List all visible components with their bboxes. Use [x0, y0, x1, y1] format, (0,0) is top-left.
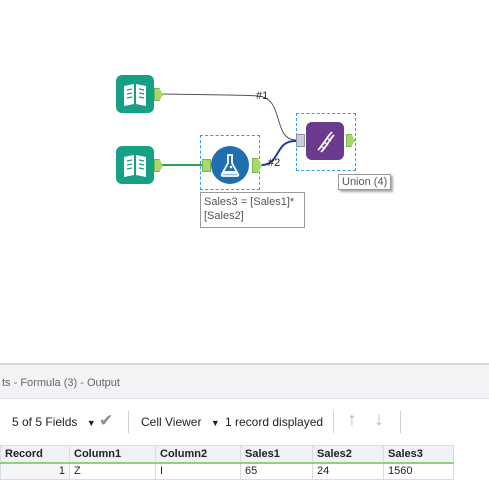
- union-tool[interactable]: [306, 122, 344, 160]
- formula-tool[interactable]: [211, 146, 249, 184]
- cell-sales2[interactable]: 24: [312, 462, 384, 480]
- table-header-row: Record Column1 Column2 Sales1 Sales2 Sal…: [0, 445, 454, 464]
- formula-annotation[interactable]: Sales3 = [Sales1]* [Sales2]: [200, 192, 305, 228]
- connection-label-1: #1: [256, 90, 269, 102]
- header-column2[interactable]: Column2: [155, 445, 241, 464]
- chevron-down-icon: ▼: [86, 418, 96, 428]
- connection-1: [162, 93, 297, 141]
- union-output-anchor[interactable]: [346, 134, 355, 147]
- connection-label-2: #2: [268, 157, 281, 169]
- union-input-anchor[interactable]: [296, 134, 305, 147]
- book-icon: [124, 84, 146, 106]
- toolbar-divider: [400, 411, 401, 433]
- cell-record[interactable]: 1: [0, 462, 70, 480]
- record-count: 1 record displayed: [225, 415, 324, 429]
- chevron-down-icon: ▼: [210, 418, 220, 428]
- formula-annotation-line2: [Sales2]: [204, 210, 244, 222]
- dna-icon: [317, 131, 335, 153]
- cell-column2[interactable]: I: [155, 462, 241, 480]
- header-sales2[interactable]: Sales2: [312, 445, 384, 464]
- header-sales3[interactable]: Sales3: [383, 445, 454, 464]
- connection-2: [261, 139, 297, 166]
- results-table: Record Column1 Column2 Sales1 Sales2 Sal…: [0, 445, 454, 480]
- checkmark-icon[interactable]: ✔: [99, 411, 114, 430]
- header-sales1[interactable]: Sales1: [240, 445, 313, 464]
- cell-column1[interactable]: Z: [69, 462, 156, 480]
- header-record[interactable]: Record: [0, 445, 70, 464]
- book-icon: [124, 155, 146, 177]
- header-column1[interactable]: Column1: [69, 445, 156, 464]
- toolbar-divider: [128, 411, 129, 433]
- cell-sales1[interactable]: 65: [240, 462, 313, 480]
- cell-viewer-dropdown[interactable]: Cell Viewer ▼: [141, 415, 220, 429]
- results-toolbar: 5 of 5 Fields ▼ ✔ Cell Viewer ▼ 1 record…: [0, 403, 489, 443]
- flask-icon: [220, 154, 240, 177]
- results-title: ts - Formula (3) - Output: [0, 363, 489, 399]
- toolbar-divider: [333, 411, 334, 433]
- table-row[interactable]: 1 Z I 65 24 1560: [0, 462, 454, 480]
- formula-annotation-line1: Sales3 = [Sales1]*: [204, 196, 295, 208]
- output-anchor-1[interactable]: [154, 88, 163, 101]
- input-data-tool-2[interactable]: [116, 146, 154, 184]
- workflow-canvas[interactable]: #1 #2 Sales3 = [Sales1]* [Sales2] Union …: [0, 0, 489, 363]
- arrow-up-icon[interactable]: ↑: [347, 409, 357, 429]
- formula-input-anchor[interactable]: [202, 159, 211, 172]
- cell-sales3[interactable]: 1560: [383, 462, 454, 480]
- arrow-down-icon[interactable]: ↓: [374, 409, 384, 429]
- formula-output-anchor[interactable]: [252, 158, 262, 173]
- connections-layer: [156, 93, 297, 166]
- output-anchor-2[interactable]: [154, 159, 163, 172]
- cell-viewer-label: Cell Viewer: [141, 415, 202, 429]
- input-data-tool-1[interactable]: [116, 75, 154, 113]
- fields-dropdown[interactable]: 5 of 5 Fields ▼: [12, 415, 96, 429]
- results-window: ts - Formula (3) - Output 5 of 5 Fields …: [0, 363, 489, 501]
- union-annotation[interactable]: Union (4): [338, 174, 392, 190]
- fields-label: 5 of 5 Fields: [12, 415, 78, 429]
